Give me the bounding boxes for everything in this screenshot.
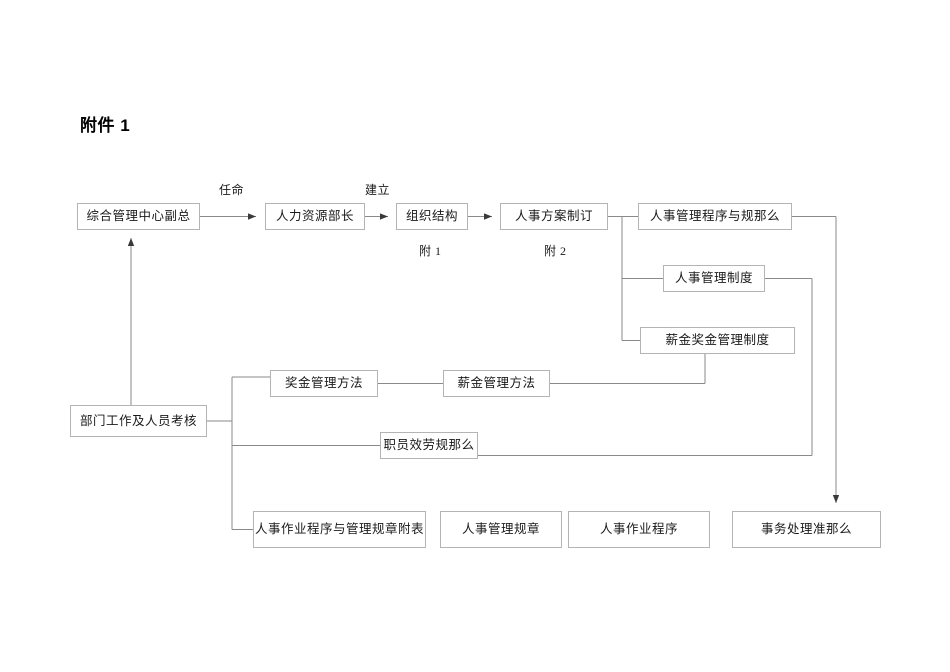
note-attachment-1: 附 1: [419, 244, 442, 258]
node-box[interactable]: 人力资源部长: [265, 203, 365, 230]
node-box[interactable]: 人事作业程序: [568, 511, 710, 548]
node-box[interactable]: 组织结构: [396, 203, 468, 230]
node-box[interactable]: 人事管理程序与规那么: [638, 203, 792, 230]
note-attachment-2: 附 2: [544, 244, 567, 258]
node-box[interactable]: 人事作业程序与管理规章附表: [253, 511, 426, 548]
edge-label-establish: 建立: [365, 183, 391, 197]
node-box[interactable]: 人事管理制度: [663, 265, 765, 292]
node-box[interactable]: 部门工作及人员考核: [70, 405, 207, 437]
node-box[interactable]: 奖金管理方法: [270, 370, 378, 397]
node-box[interactable]: 人事方案制订: [500, 203, 608, 230]
page-title: 附件 1: [80, 116, 131, 135]
node-box[interactable]: 薪金奖金管理制度: [640, 327, 795, 354]
node-box[interactable]: 薪金管理方法: [443, 370, 550, 397]
node-box[interactable]: 人事管理规章: [440, 511, 562, 548]
edge-label-appointment: 任命: [219, 183, 245, 197]
node-box[interactable]: 综合管理中心副总: [77, 203, 200, 230]
node-box[interactable]: 职员效劳规那么: [380, 432, 478, 459]
node-box[interactable]: 事务处理准那么: [732, 511, 881, 548]
